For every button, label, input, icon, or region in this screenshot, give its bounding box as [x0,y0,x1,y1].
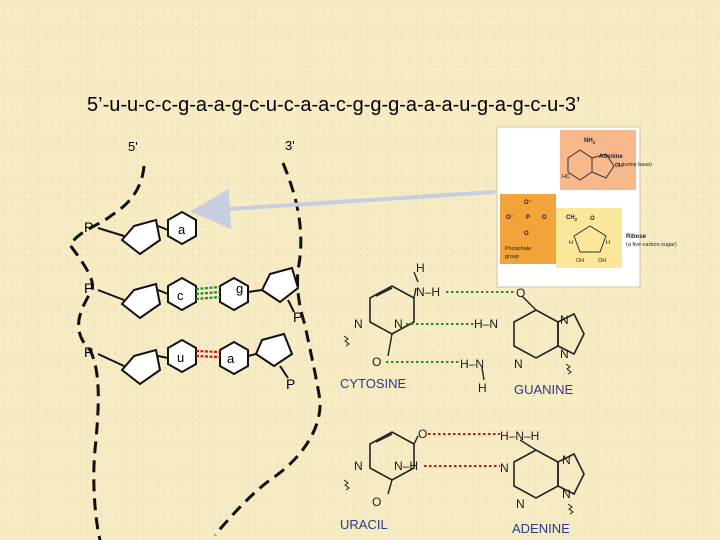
adenine-desc: (a purine base) [615,162,652,168]
nucleotide-inset: NH2 CH HC Adenine (a purine base) O⁻ P O… [496,126,677,288]
phosphate-name: Phosphate [505,246,531,252]
base-hex-a1: a [167,210,197,246]
ribose-ch2: CH2 [566,215,578,222]
rna-sequence: 5’-u-u-c-c-g-a-a-g-c-u-c-a-a-c-g-g-g-a-a… [87,94,580,116]
base-hex-u: u [167,338,197,374]
sugar-links-left [97,225,169,367]
sugar-links-right [247,289,295,379]
adenine-amino: H–N–H [500,429,539,443]
ribose-box [556,208,622,268]
phosphate-label-2: P [84,280,93,296]
uracil-o-top: O [418,427,427,441]
phosphate-label-5: P [286,376,295,392]
ribose-ring-5 [254,332,294,368]
guanine-n7: N [560,313,569,327]
base-hex-a2: a [219,340,249,376]
guanine-hn2: H–N [460,357,484,371]
ribose-o: O [590,216,595,222]
phosphate-label-4: P [293,309,302,325]
adenine-ch: CH [615,163,623,169]
cytosine-amine: N–H [416,285,440,299]
ribose-oh-left: OH [576,258,584,264]
left-backbone [68,165,146,540]
phosphate-desc: group [505,254,519,260]
cytosine-o: O [372,355,381,369]
uracil-n3h: N–H [394,459,418,473]
adenine-amino: NH2 [584,138,596,145]
phosphate-o-right: O [542,215,547,221]
ua-pair-bonds [424,433,500,467]
guanine-h: H [478,381,487,395]
cytosine-structure: H N–H N N O CYTOSINE [340,261,440,391]
phosphate-o-minus-top: O⁻ [524,200,532,206]
adenine-n1: N [500,461,509,475]
uracil-structure: O N N–H O URACIL [340,427,427,532]
uracil-n1: N [354,459,363,473]
guanine-o: O [516,286,525,300]
cytosine-n3: N [394,317,403,331]
ribose-ring-1 [120,218,162,256]
phosphate-o-left: O⁻ [506,215,514,221]
five-prime-label: 5' [128,139,138,154]
cytosine-h-top: H [416,261,425,275]
guanine-hn1: H–N [474,317,498,331]
cg-pair-bonds [386,291,514,363]
adenine-hc: HC [562,174,570,180]
phosphate-o-bottom: O [524,231,529,237]
base-g-label: g [236,281,243,296]
cg-hydrogen-bonds [195,285,221,301]
three-prime-label: 3' [285,138,295,153]
ribose-name: Ribose [626,234,647,240]
ribose-h-right: H [606,240,610,246]
uracil-label: URACIL [340,517,388,532]
guanine-n9: N [560,347,569,361]
ribose-ring-4 [260,266,300,304]
base-a-label: a [178,222,186,237]
phosphate-box [500,194,556,264]
adenine-n7: N [562,453,571,467]
pointer-arrow [190,188,496,229]
ua-hydrogen-bonds [195,349,221,359]
base-u-label: u [177,350,184,365]
adenine-name: Adenine [599,154,623,160]
base-hex-c: c [167,276,197,312]
base-hex-g: g [219,276,249,312]
adenine-box [560,130,636,190]
ribose-ring-3 [120,348,162,386]
ribose-ring-2 [120,282,162,320]
phosphate-p: P [526,215,530,221]
ribose-h-left: H [569,240,573,246]
adenine-n9: N [562,487,571,501]
base-c-label: c [177,288,184,303]
adenine-n3: N [516,497,525,511]
phosphate-label-1: P [84,219,93,235]
guanine-structure: O H–N H–N H N N N GUANINE [460,286,585,397]
adenine-label: ADENINE [512,521,570,536]
base-a2-label: a [227,351,235,366]
ribose-oh-right: OH [598,258,606,264]
adenine-structure: H–N–H N N N N ADENINE [500,429,585,536]
ribose-desc: (a five-carbon sugar) [626,242,677,248]
right-backbone [213,162,322,536]
guanine-n3: N [514,357,523,371]
guanine-label: GUANINE [514,382,574,397]
phosphate-label-3: P [84,344,93,360]
cytosine-n1: N [354,317,363,331]
uracil-o-bottom: O [372,495,381,509]
cytosine-label: CYTOSINE [340,376,407,391]
